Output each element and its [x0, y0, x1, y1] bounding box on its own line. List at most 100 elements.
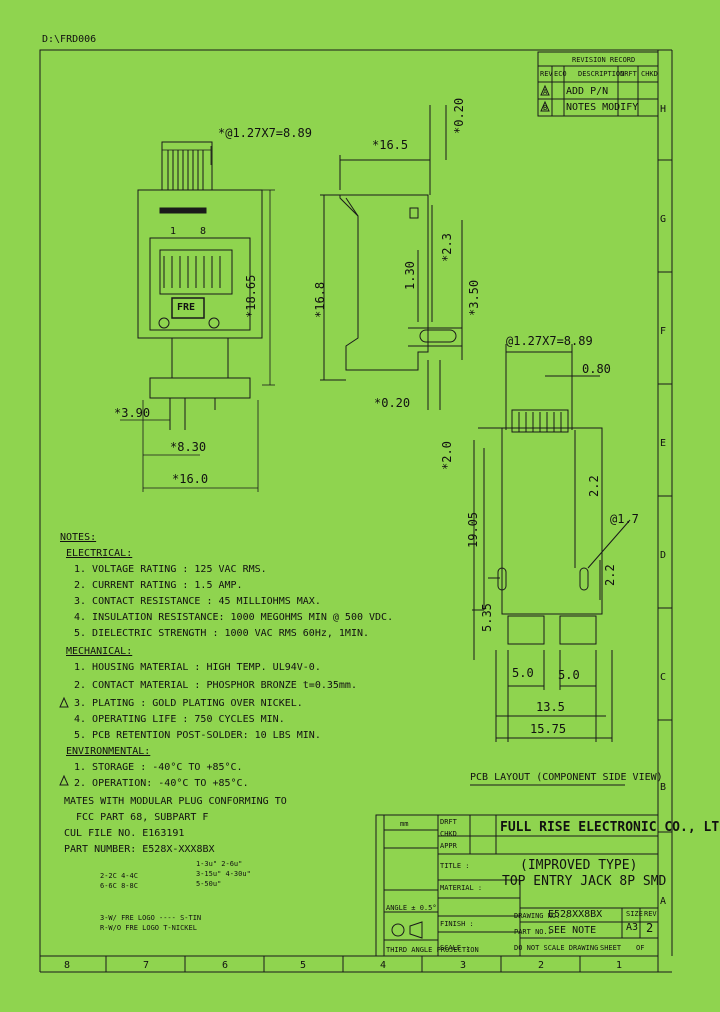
- tb-drawing-no: E528XX8BX: [548, 909, 603, 920]
- pn-right-3: 5-50u": [196, 880, 222, 888]
- zone-5: 5: [300, 960, 307, 971]
- tb-projection: THIRD ANGLE PROJECTION: [386, 946, 479, 954]
- tb-part-no-label: PART NO.:: [514, 928, 552, 936]
- elec-3: 3. CONTACT RESISTANCE : 45 MILLIOHMS MAX…: [74, 596, 321, 607]
- tb-of-label: OF: [636, 944, 645, 952]
- pin-8-label: 8: [200, 226, 207, 237]
- rev-row-a-rev: A: [543, 88, 548, 96]
- misc-2: FCC PART 68, SUBPART F: [76, 812, 209, 823]
- tb-unit: mm: [400, 820, 409, 828]
- zone-d: D: [660, 550, 667, 561]
- rev-row-b-rev: B: [543, 104, 548, 112]
- dim-side-height: *16.8: [313, 281, 327, 318]
- env-1: 1. STORAGE : -40°C TO +85°C.: [74, 762, 243, 773]
- rev-col-eco: ECO: [554, 70, 567, 78]
- tb-scale: SCALE :: [440, 944, 470, 952]
- title-block: [375, 814, 659, 957]
- tb-size-label: SIZE: [626, 910, 643, 918]
- tb-rev-label: REV: [644, 910, 657, 918]
- mech-2: 2. CONTACT MATERIAL : PHOSPHOR BRONZE t=…: [74, 680, 357, 691]
- tb-drawing-no-label: DRAWING NO. :: [514, 912, 569, 920]
- tb-sheet-label: SHEET: [600, 944, 622, 952]
- pcb-caption: PCB LAYOUT (COMPONENT SIDE VIEW): [470, 772, 663, 783]
- pn-bottom-1: 3-W/ FRE LOGO ---- S-TIN: [100, 914, 202, 922]
- revision-title: REVISION RECORD: [572, 56, 636, 64]
- tb-appr: APPR: [440, 842, 457, 850]
- zone-1: 1: [616, 960, 623, 971]
- tb-part-no: SEE NOTE: [548, 925, 597, 936]
- tb-checked: CHKD: [440, 830, 457, 838]
- dim-080: 0.80: [582, 362, 611, 376]
- misc-1: MATES WITH MODULAR PLUG CONFORMING TO: [64, 796, 287, 807]
- tb-do-not-scale: DO NOT SCALE DRAWING: [514, 944, 599, 952]
- electrical-title: ELECTRICAL:: [66, 548, 133, 559]
- drawing-ref: D:\FRD006: [42, 34, 97, 45]
- elec-1: 1. VOLTAGE RATING : 125 VAC RMS.: [74, 564, 267, 575]
- dim-side-width: *16.5: [372, 138, 409, 152]
- env-2: 2. OPERATION: -40°C TO +85°C.: [74, 778, 249, 789]
- dim-22b: 2.2: [603, 564, 617, 586]
- mech-4: 4. OPERATING LIFE : 750 CYCLES MIN.: [74, 714, 285, 725]
- mechanical-title: MECHANICAL:: [66, 646, 133, 657]
- zone-ticks-right: [658, 159, 672, 833]
- dim-front-height: *18.65: [244, 274, 258, 318]
- drawing-border: [39, 49, 659, 957]
- notes-title: NOTES:: [60, 532, 97, 543]
- rev-row-b-desc: NOTES MODIFY: [566, 102, 639, 113]
- rev-col-desc: DESCRIPTION: [578, 70, 625, 78]
- pn-right-2: 3-15u" 4-30u": [196, 870, 251, 878]
- zone-c: C: [660, 672, 667, 683]
- tb-title-line2: TOP ENTRY JACK 8P SMD: [502, 874, 667, 889]
- zone-6: 6: [222, 960, 229, 971]
- dim-tol-top: *0.20: [452, 97, 466, 134]
- dim-20: *2.0: [440, 441, 454, 470]
- tb-title-label: TITLE :: [440, 862, 470, 870]
- zone-2: 2: [538, 960, 545, 971]
- dim-pitch-top: *@1.27X7=8.89: [218, 126, 312, 140]
- zone-8: 8: [64, 960, 71, 971]
- tb-material: MATERIAL :: [440, 884, 483, 892]
- dim-23: *2.3: [440, 233, 454, 262]
- misc-4: PART NUMBER: E528X-XXX8BX: [64, 844, 215, 855]
- dim-160: *16.0: [172, 472, 209, 486]
- dim-1905: 19.05: [466, 511, 480, 548]
- pcb-layout: [470, 344, 631, 786]
- mech-1: 1. HOUSING MATERIAL : HIGH TEMP. UL94V-0…: [74, 662, 321, 673]
- revision-table: [537, 51, 659, 117]
- tb-finish: FINISH :: [440, 920, 474, 928]
- rev-col-chkd: CHKD: [641, 70, 658, 78]
- zone-h: H: [660, 104, 667, 115]
- rev-row-a-desc: ADD P/N: [566, 86, 609, 97]
- zone-4: 4: [380, 960, 387, 971]
- zone-3: 3: [460, 960, 467, 971]
- elec-5: 5. DIELECTRIC STRENGTH : 1000 VAC RMS 60…: [74, 628, 370, 639]
- tb-company: FULL RISE ELECTRONIC CO., LTD: [500, 820, 720, 835]
- pn-left-2: 6-6C 8-8C: [100, 882, 138, 890]
- pn-right-1: 1-3u" 2-6u": [196, 860, 243, 868]
- rev-col-rev: REV: [540, 70, 553, 78]
- dim-22a: 2.2: [587, 475, 601, 497]
- elec-4: 4. INSULATION RESISTANCE: 1000 MEGOHMS M…: [74, 612, 394, 623]
- side-view: [320, 105, 463, 410]
- dim-pcb-pitch: @1.27X7=8.89: [506, 334, 593, 348]
- dim-390: *3.90: [114, 406, 151, 420]
- environmental-title: ENVIRONMENTAL:: [66, 746, 151, 757]
- rev-col-drft: DRFT: [620, 70, 637, 78]
- pin-1-label: 1: [170, 226, 177, 237]
- dim-1575: 15.75: [530, 722, 567, 736]
- dim-130: 1.30: [403, 261, 417, 290]
- dim-830: *8.30: [170, 440, 207, 454]
- zone-b: B: [660, 782, 667, 793]
- front-view-dimensions: [120, 146, 275, 492]
- tb-angle: ANGLE ± 0.5°: [386, 904, 437, 912]
- dim-350: *3.50: [467, 279, 481, 316]
- mech-3: 3. PLATING : GOLD PLATING OVER NICKEL.: [74, 698, 303, 709]
- dia-17: @1.7: [610, 512, 639, 526]
- dim-135: 13.5: [536, 700, 565, 714]
- dim-50a: 5.0: [512, 666, 534, 680]
- tb-size: A3: [626, 922, 639, 933]
- elec-2: 2. CURRENT RATING : 1.5 AMP.: [74, 580, 243, 591]
- zone-e: E: [660, 438, 667, 449]
- tb-drawn: DRFT: [440, 818, 457, 826]
